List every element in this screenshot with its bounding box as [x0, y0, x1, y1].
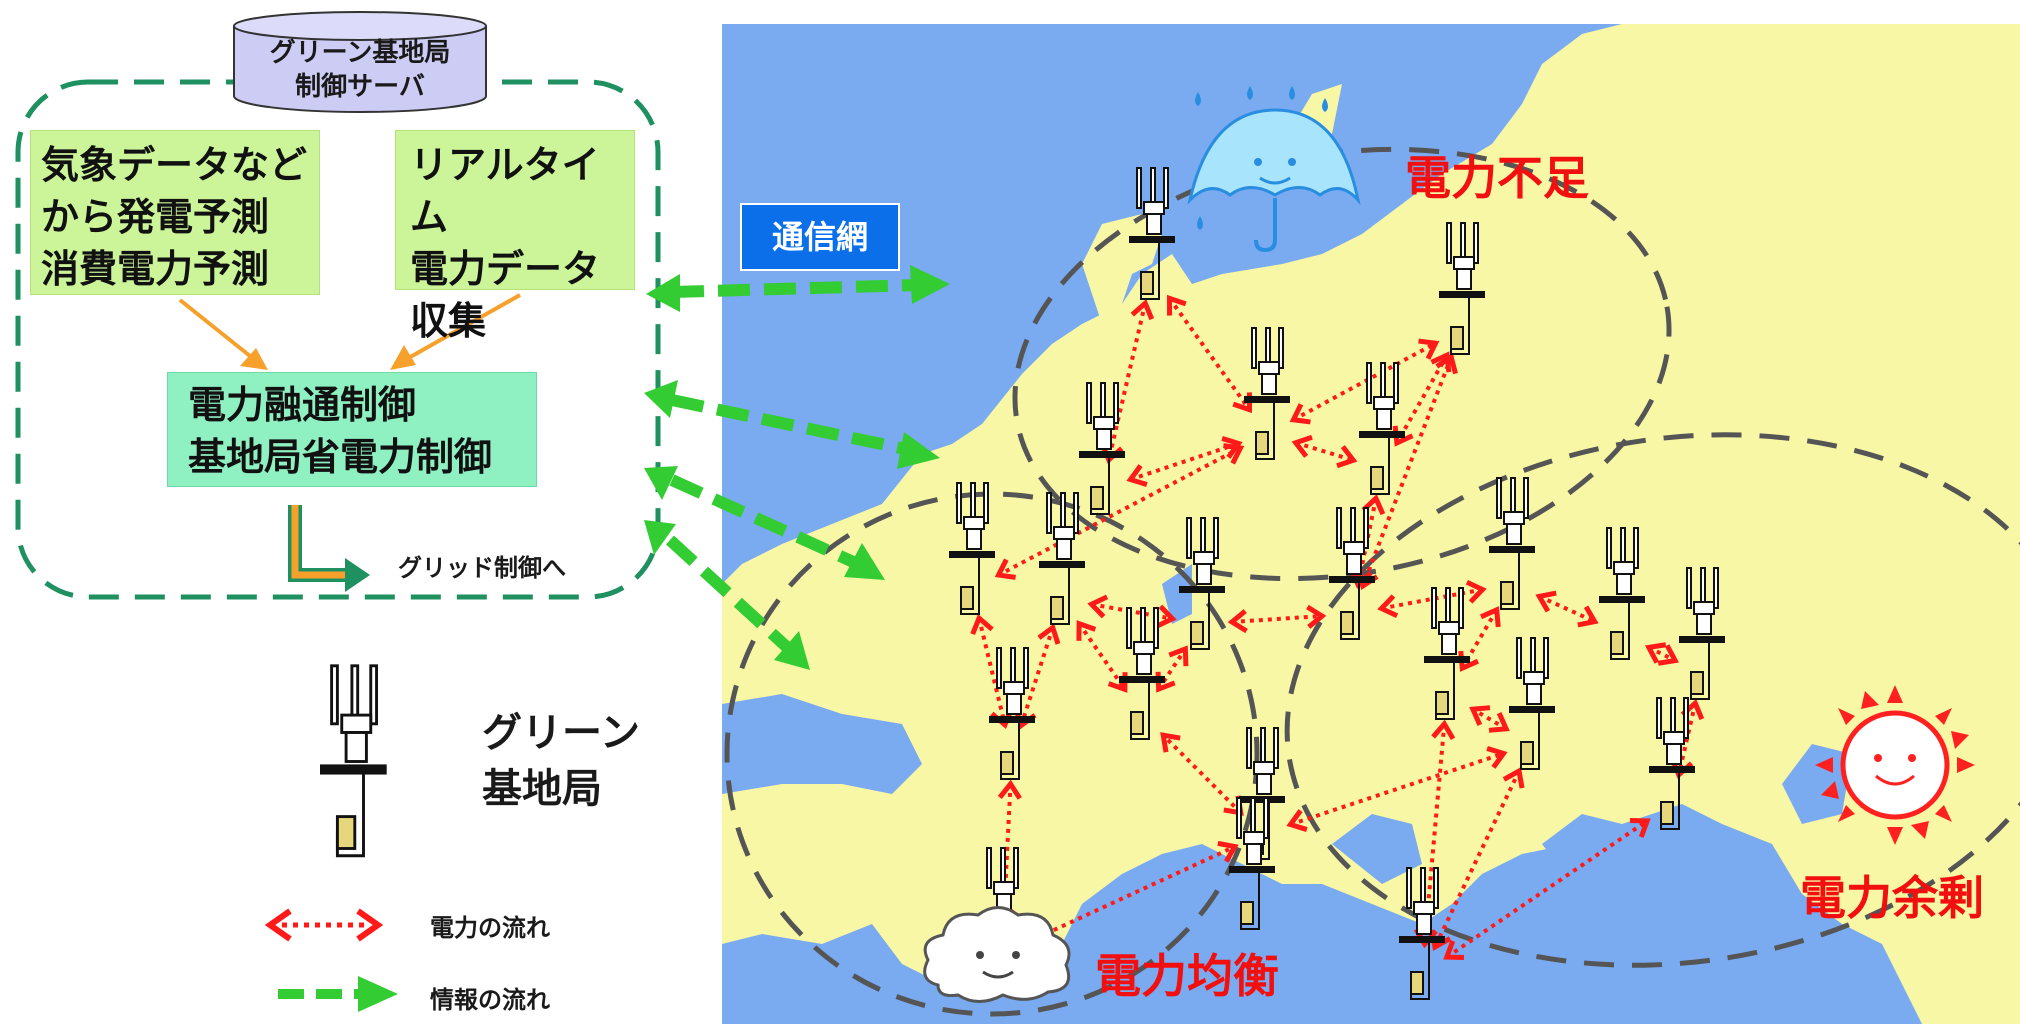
power-flow-arrowhead — [1502, 767, 1525, 789]
network-badge: 通信網 — [740, 203, 900, 271]
power-flow-arrowhead — [1431, 719, 1456, 740]
base-station-icon — [1424, 587, 1470, 720]
power-flow-arrowhead — [1217, 840, 1239, 863]
base-station-icon — [1439, 222, 1485, 355]
power-flow-arrowhead — [1577, 605, 1599, 628]
power-flow-arrowhead — [1166, 294, 1187, 316]
power-flow-arrow — [1077, 622, 1127, 691]
power-flow-arrowhead — [1227, 609, 1248, 634]
power-flow-arrow — [1538, 594, 1596, 624]
power-flow-arrow — [1289, 751, 1505, 827]
sun-icon — [1815, 685, 1975, 845]
base-station-icon — [1179, 517, 1225, 650]
power-flow-arrowhead — [1126, 464, 1148, 487]
server-label: グリーン基地局 制御サーバ — [269, 38, 451, 102]
power-flow-arrowhead — [1291, 434, 1313, 458]
base-station-icon — [989, 647, 1035, 780]
power-flow-arrowhead — [1535, 590, 1557, 613]
power-flow-arrowhead — [1087, 594, 1109, 619]
base-station-icon — [1039, 492, 1085, 625]
power-flow-arrow — [1295, 440, 1354, 463]
power-flow-arrow — [1161, 733, 1243, 815]
power-flow-arrowhead — [1377, 594, 1399, 618]
region-label-surplus: 電力余剰 — [1800, 871, 1984, 925]
power-flow-arrow — [1129, 441, 1240, 482]
server-icon — [233, 11, 487, 113]
legend-station-icon — [320, 664, 387, 858]
power-flow-arrowhead — [994, 558, 1016, 580]
power-flow-arrowhead — [1488, 712, 1510, 733]
power-flow-arrowhead — [1155, 604, 1177, 629]
power-flow-arrowhead — [1469, 705, 1491, 726]
power-flow-arrowhead — [1657, 644, 1680, 666]
base-station-icon — [1599, 527, 1645, 660]
base-station-icon — [1244, 327, 1290, 460]
power-flow-arrow — [1028, 844, 1236, 944]
power-flow-arrowhead — [970, 613, 994, 636]
legend-power-arrow — [264, 908, 384, 942]
power-flow-arrow — [1433, 770, 1521, 948]
base-station-icon — [1119, 607, 1165, 740]
power-flow-arrow — [1471, 707, 1508, 731]
power-flow-arrowhead — [1130, 299, 1155, 321]
power-control-box: 電力融通制御 基地局省電力制御 — [167, 372, 537, 487]
base-station-icon — [1359, 362, 1405, 495]
map — [722, 24, 2020, 1024]
power-flow-arrowhead — [1076, 620, 1097, 641]
power-flow-arrowhead — [1168, 645, 1189, 667]
legend-info-label: 情報の流れ — [430, 986, 550, 1014]
region-label-shortage: 電力不足 — [1405, 151, 1589, 205]
power-flow-arrowhead — [1336, 445, 1358, 469]
power-flow-arrow — [1231, 613, 1323, 625]
power-flow-arrowhead — [1306, 604, 1327, 629]
base-station-icon — [1489, 477, 1535, 610]
network-label: 通信網 — [771, 218, 868, 256]
base-station-icon — [1679, 567, 1725, 700]
power-flow-arrowhead — [1418, 338, 1440, 360]
cloud-icon — [923, 906, 1071, 1003]
power-flow-arrowhead — [1435, 352, 1458, 375]
power-flow-arrowhead — [1465, 580, 1487, 604]
base-station-icon — [1399, 867, 1445, 1000]
power-flow-arrowhead — [1037, 623, 1061, 645]
power-flow-arrowhead — [1644, 642, 1667, 664]
base-stations — [949, 167, 1725, 1000]
region-label-balance: 電力均衡 — [1095, 949, 1279, 1003]
power-flow-arrowhead — [1223, 443, 1245, 465]
power-flow-arrowhead — [1361, 494, 1386, 516]
legend-info-arrow — [278, 976, 398, 1012]
legend-power-label: 電力の流れ — [430, 914, 550, 942]
power-flow-arrowhead — [1629, 817, 1651, 838]
base-station-icon — [1329, 507, 1375, 640]
info-flow-arrows — [644, 265, 950, 670]
power-flow-arrowhead — [1443, 940, 1465, 961]
power-flow-arrow — [1445, 819, 1649, 959]
umbrella-rain-icon — [1187, 86, 1361, 253]
base-station-icon — [1509, 637, 1555, 770]
power-flow-arrowhead — [1286, 809, 1308, 832]
base-station-icon — [1229, 797, 1275, 930]
power-flow-arrowhead — [1486, 746, 1508, 769]
power-flow-arrowhead — [997, 779, 1022, 800]
collection-box: リアルタイム 電力データ 収集 — [395, 130, 635, 343]
power-flow-arrow — [1395, 354, 1449, 444]
forecast-box: 気象データなど から発電予測 消費電力予測 — [30, 130, 320, 295]
base-station-icon — [949, 482, 995, 615]
power-flow-arrow — [977, 617, 1007, 726]
base-station-icon — [1649, 697, 1695, 830]
power-flow-arrowhead — [1289, 403, 1311, 425]
grid-control-label: グリッド制御へ — [398, 554, 566, 582]
power-flow-arrow — [1422, 723, 1447, 945]
power-flow-arrow — [997, 446, 1242, 577]
power-flow-arrowhead — [1160, 732, 1181, 753]
base-station-icon — [1129, 167, 1175, 300]
base-station-icon — [1079, 382, 1125, 515]
legend-station-label: グリーン 基地局 — [482, 710, 640, 812]
power-flow-arrowhead — [1479, 606, 1501, 628]
